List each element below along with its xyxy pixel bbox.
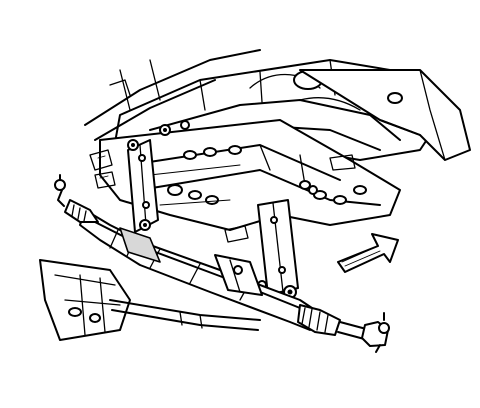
frame-rail-upper-left	[84, 49, 261, 141]
frame-rail-right	[299, 69, 471, 161]
right-tie-rod-assembly	[297, 304, 390, 353]
steering-rack-housing	[79, 209, 319, 331]
cradle-body	[99, 119, 401, 231]
lower-shaft	[109, 299, 261, 331]
left-tie-rod-boot	[54, 174, 99, 223]
left-mounting-bracket	[127, 139, 159, 233]
right-mounting-bracket	[257, 199, 299, 296]
right-arrow-icon	[337, 233, 399, 273]
frame-details	[89, 149, 356, 243]
lower-left-chassis	[39, 259, 131, 341]
